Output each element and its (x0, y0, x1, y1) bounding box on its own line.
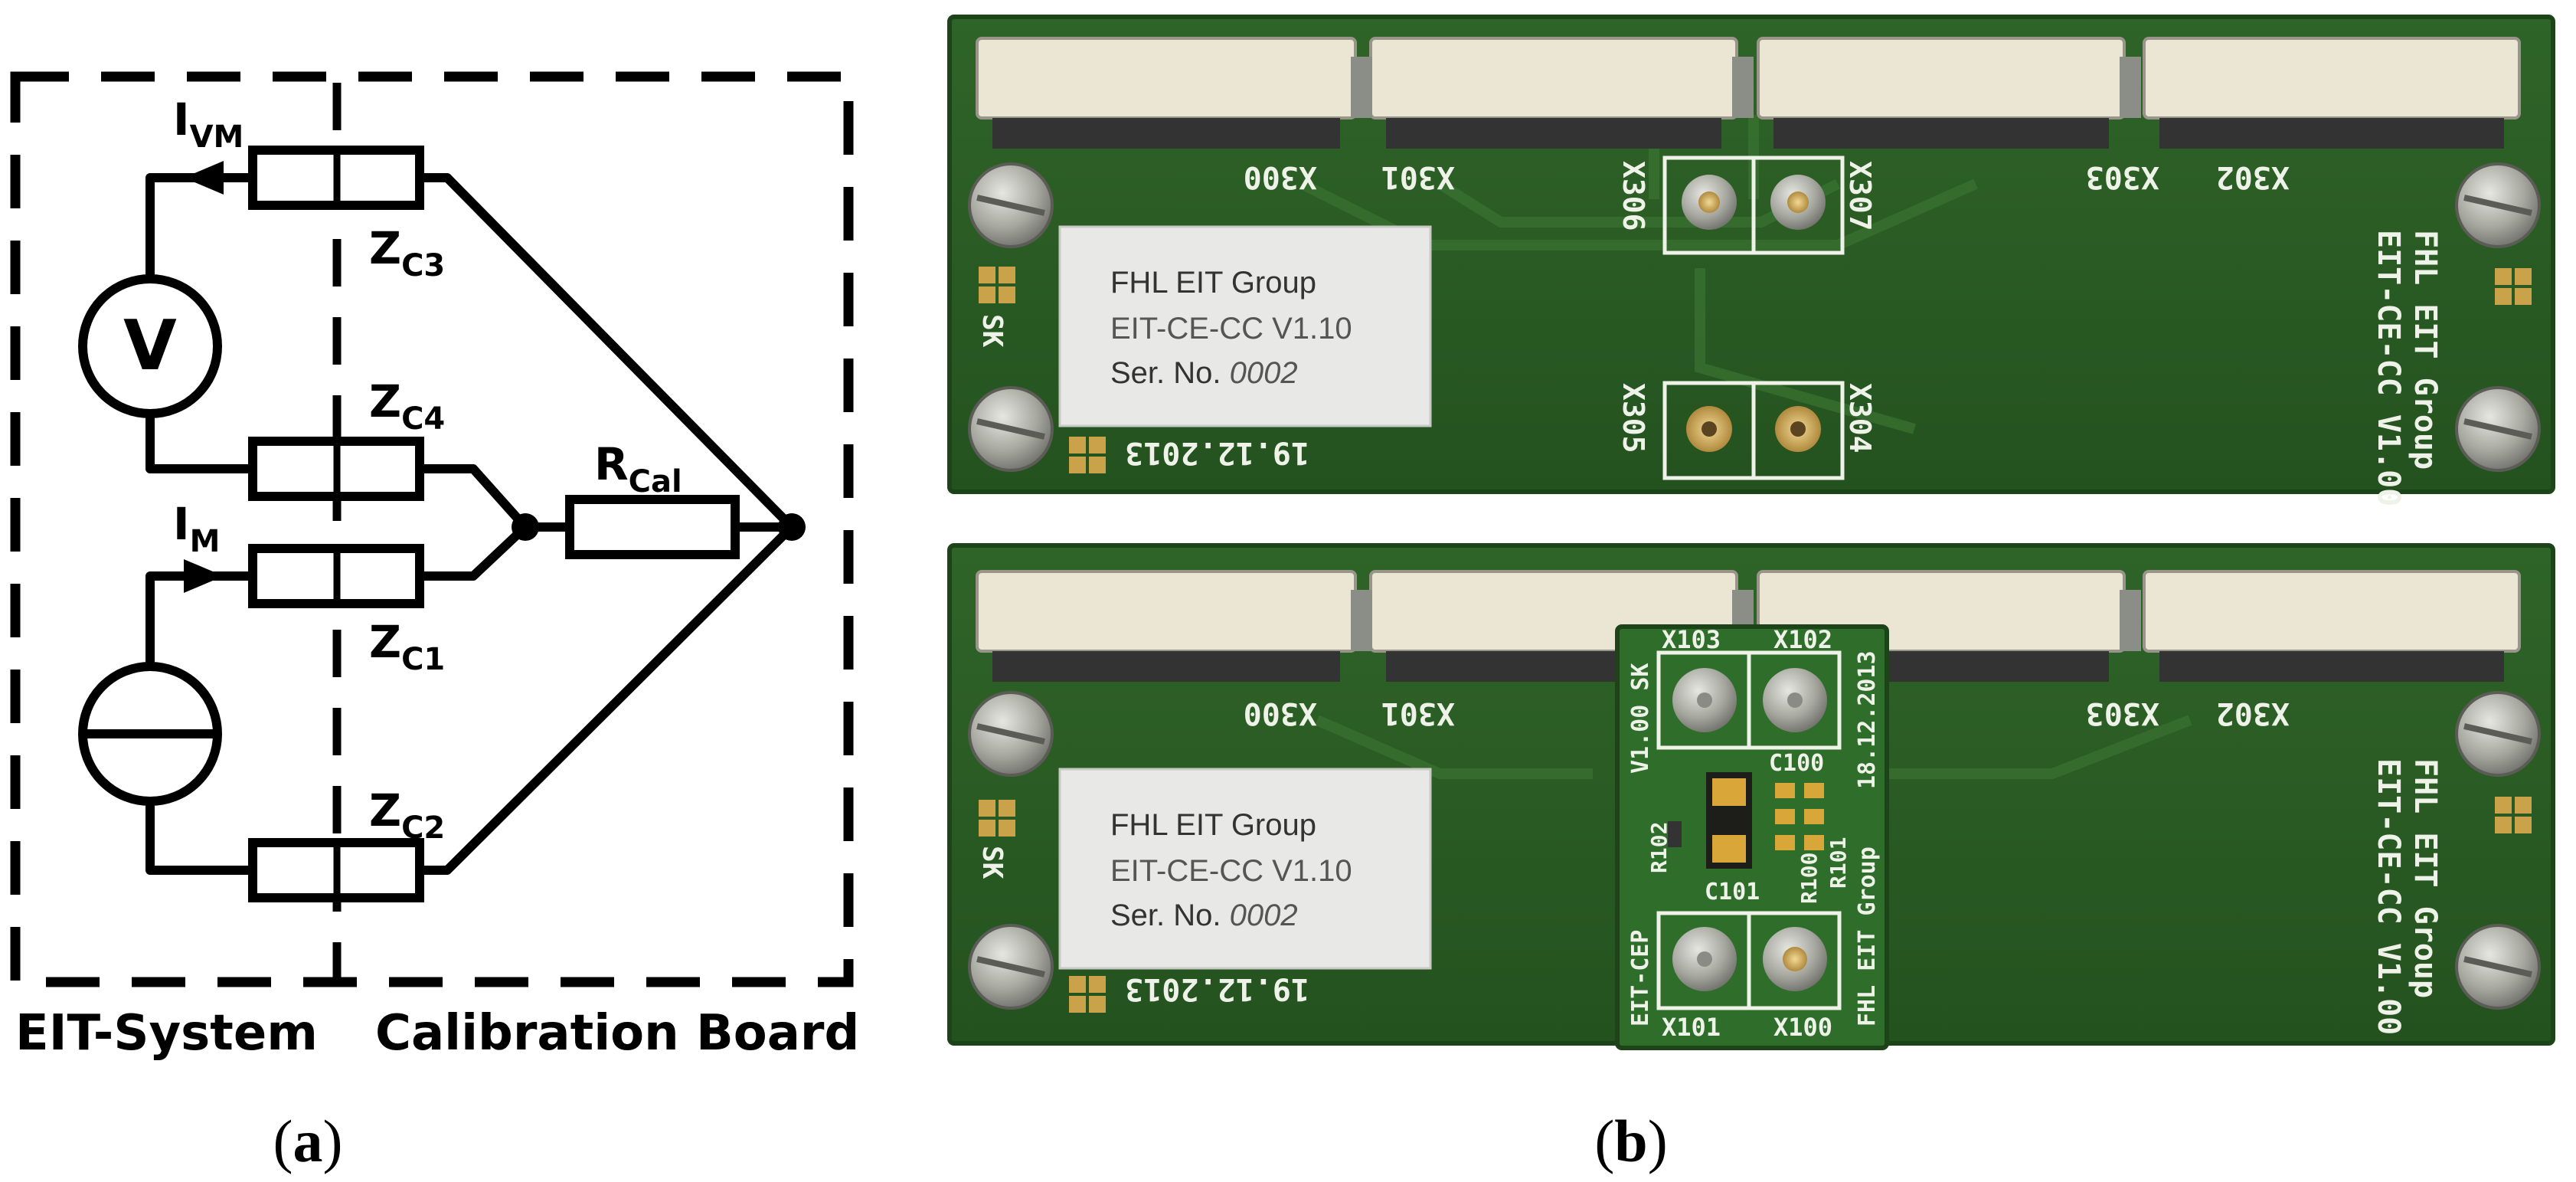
side-text-top-2: EIT-CE-CC V1.00 (2371, 230, 2406, 506)
sticker-line3: Ser. No. 0002 (1110, 356, 1298, 390)
junction-node-right (778, 513, 806, 541)
sk-label-bottom: SK (976, 846, 1008, 879)
date-bottom: 19.12.2013 (1125, 971, 1309, 1007)
label-rcal: RCal (594, 438, 682, 499)
ports-top-upper (1662, 156, 1845, 255)
port-labels-top: X306 X307 X305 X304 (1617, 161, 1877, 453)
sticker-bottom: FHL EIT Group EIT-CE-CC V1.10 Ser. No. 0… (1058, 768, 1432, 970)
screws-top (968, 162, 2541, 472)
label-zc3: ZC3 (369, 222, 445, 283)
panel-label-a: (a) (273, 1108, 343, 1174)
connectors-top (976, 37, 2521, 149)
plugin-label-eit-cep: EIT-CEP (1627, 930, 1654, 1026)
plugin-label-x101: X101 (1662, 1013, 1721, 1042)
plugin-label-x102: X102 (1773, 625, 1832, 654)
resistor-rcal (565, 495, 740, 559)
label-zc1: ZC1 (369, 616, 445, 677)
sticker-line3: Ser. No. 0002 (1110, 899, 1298, 932)
date-top: 19.12.2013 (1125, 435, 1309, 470)
conn-label: X303 (2086, 696, 2159, 731)
conn-labels-top: X300 X301 X303 X302 (1244, 159, 2290, 195)
panel-label-b: (b) (1594, 1108, 1667, 1174)
sticker-line2: EIT-CE-CC V1.10 (1110, 854, 1352, 888)
conn-label: X301 (1381, 696, 1455, 731)
port-label: X305 (1617, 383, 1650, 453)
arrow-im-icon (184, 559, 224, 593)
plugin-board: X103 X102 C100 R102 R101 R100 C101 V1.00… (1615, 624, 1889, 1050)
ports-top-lower (1662, 381, 1845, 480)
sticker-top: FHL EIT Group EIT-CE-CC V1.10 Ser. No. 0… (1058, 225, 1432, 427)
region-label-calibration-board: Calibration Board (375, 1005, 859, 1062)
conn-label: X301 (1381, 159, 1455, 195)
conn-label: X303 (2086, 159, 2159, 195)
label-ivm: IVM (173, 93, 244, 155)
screws-bottom (968, 691, 2541, 1010)
outer-dashed-box (10, 71, 854, 987)
sticker-line2: EIT-CE-CC V1.10 (1110, 312, 1352, 345)
conn-labels-bottom: X300 X301 X303 X302 (1244, 696, 2290, 731)
plugin-label-date: 18.12.2013 (1854, 650, 1881, 789)
port-label: X306 (1617, 161, 1650, 231)
plugin-label-c100: C100 (1769, 750, 1824, 777)
plugin-label-version: V1.00 SK (1627, 663, 1654, 774)
plugin-label-c101: C101 (1705, 879, 1760, 905)
voltmeter-circle (78, 274, 222, 418)
side-text-top-1: FHL EIT Group (2408, 230, 2443, 470)
circuit-diagram: V IVM IM ZC3 ZC4 ZC1 ZC2 RCal EIT-System… (10, 71, 859, 1174)
sk-label-top: SK (976, 314, 1008, 348)
plugin-label-x100: X100 (1773, 1013, 1832, 1042)
arrow-ivm-icon (184, 161, 224, 195)
plugin-label-r100: R100 (1796, 853, 1822, 904)
plugin-label-x103: X103 (1662, 625, 1721, 654)
conn-label: X300 (1244, 696, 1317, 731)
conn-label: X302 (2216, 159, 2290, 195)
sticker-line1: FHL EIT Group (1110, 808, 1316, 842)
junction-node-left (512, 513, 539, 541)
region-label-eit-system: EIT-System (15, 1005, 318, 1062)
conn-label: X302 (2216, 696, 2290, 731)
sticker-line1: FHL EIT Group (1110, 266, 1316, 300)
side-text-bottom-1: FHL EIT Group (2408, 758, 2443, 998)
plugin-label-r101: R101 (1826, 837, 1851, 889)
voltmeter-symbol: V (123, 306, 177, 386)
port-label: X307 (1843, 161, 1877, 231)
label-im: IM (173, 498, 220, 559)
port-label: X304 (1843, 383, 1877, 453)
plugin-label-r102: R102 (1646, 822, 1672, 873)
label-zc2: ZC2 (369, 784, 445, 846)
label-zc4: ZC4 (369, 375, 445, 437)
plugin-label-group: FHL EIT Group (1854, 846, 1881, 1026)
conn-label: X300 (1244, 159, 1317, 195)
calibration-board-top: X300 X301 X303 X302 X306 X307 X305 X30 (947, 15, 2555, 506)
side-text-bottom-2: EIT-CE-CC V1.00 (2371, 758, 2406, 1035)
